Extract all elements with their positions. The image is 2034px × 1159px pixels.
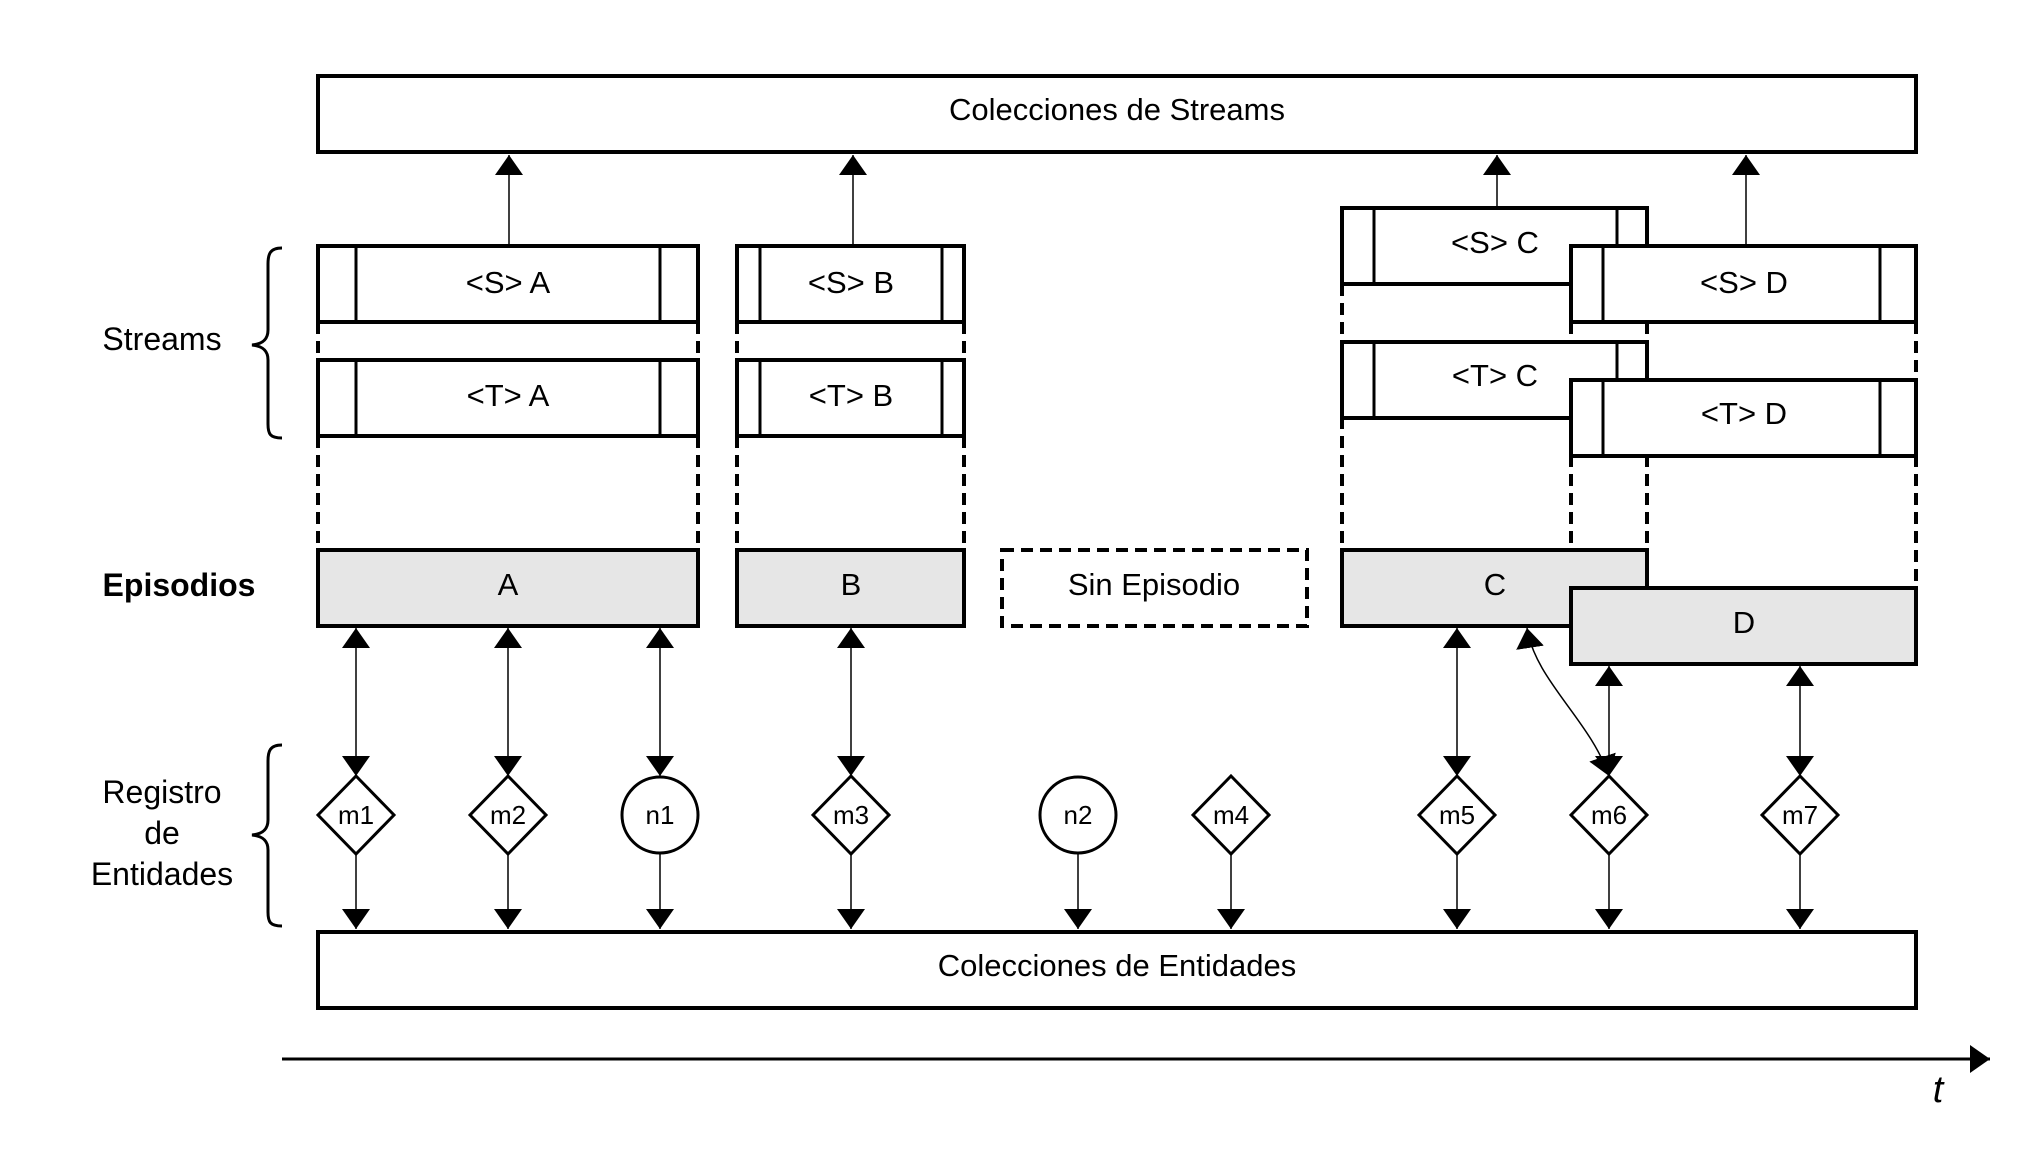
time-axis-label: t	[1933, 1069, 1945, 1111]
stream-s-c-label: <S> C	[1451, 225, 1539, 260]
episode-a-label: A	[498, 567, 519, 602]
entity-m1: m1	[315, 773, 397, 857]
registry-brace	[251, 743, 283, 928]
stream-t-c-label: <T> C	[1452, 358, 1538, 393]
entity-m5-label: m5	[1439, 800, 1475, 830]
entity-m1-label: m1	[338, 800, 374, 830]
episode-d-label: D	[1733, 605, 1755, 640]
entity-m2-label: m2	[490, 800, 526, 830]
entity-m6-label: m6	[1591, 800, 1627, 830]
registry-side-label-1: Registro	[102, 774, 221, 810]
entity-m7: m7	[1759, 773, 1841, 857]
entity-m3-label: m3	[833, 800, 869, 830]
episode-c-label: C	[1484, 567, 1506, 602]
entity-m2: m2	[467, 773, 549, 857]
entity-m4-label: m4	[1213, 800, 1249, 830]
stream-s-a: <S> A	[316, 244, 700, 324]
episode-b-label: B	[841, 567, 862, 602]
entity-m3: m3	[810, 773, 892, 857]
episode-a: A	[316, 548, 700, 628]
entity-m5: m5	[1416, 773, 1498, 857]
link-c-m6-curve	[1516, 627, 1616, 777]
streams-collection-label: Colecciones de Streams	[949, 92, 1285, 127]
entities-collection-label: Colecciones de Entidades	[938, 948, 1296, 983]
entity-m6: m6	[1568, 773, 1650, 857]
registry-side-label-2: de	[144, 815, 180, 851]
stream-t-a: <T> A	[316, 358, 700, 438]
entity-m4: m4	[1190, 773, 1272, 857]
stream-s-d-label: <S> D	[1700, 265, 1788, 300]
no-episode-label: Sin Episodio	[1068, 567, 1240, 602]
stream-t-a-label: <T> A	[467, 378, 550, 413]
entity-n1: n1	[620, 775, 700, 855]
episode-d: D	[1569, 586, 1918, 666]
registry-side-label-3: Entidades	[91, 856, 233, 892]
arrows-to-streams-collection	[495, 155, 1760, 245]
stream-t-d: <T> D	[1569, 378, 1918, 458]
stream-t-d-label: <T> D	[1701, 396, 1787, 431]
entity-m7-label: m7	[1782, 800, 1818, 830]
stream-s-b-label: <S> B	[808, 265, 894, 300]
entities-collection-box: Colecciones de Entidades	[316, 930, 1918, 1010]
entity-n2: n2	[1038, 775, 1118, 855]
streams-brace	[251, 246, 283, 440]
streams-side-label: Streams	[102, 321, 221, 357]
stream-s-d: <S> D	[1569, 244, 1918, 324]
stream-s-a-label: <S> A	[466, 265, 551, 300]
stream-s-b: <S> B	[735, 244, 966, 324]
stream-t-b-label: <T> B	[809, 378, 893, 413]
episodes-side-label: Episodios	[103, 567, 256, 603]
episode-entity-links	[342, 627, 1814, 777]
streams-collection-box: Colecciones de Streams	[316, 74, 1918, 154]
no-episode: Sin Episodio	[1000, 548, 1309, 628]
arrows-to-entities-collection	[342, 853, 1814, 929]
entity-n2-label: n2	[1064, 800, 1093, 830]
episode-b: B	[735, 548, 966, 628]
stream-t-b: <T> B	[735, 358, 966, 438]
entity-n1-label: n1	[646, 800, 675, 830]
